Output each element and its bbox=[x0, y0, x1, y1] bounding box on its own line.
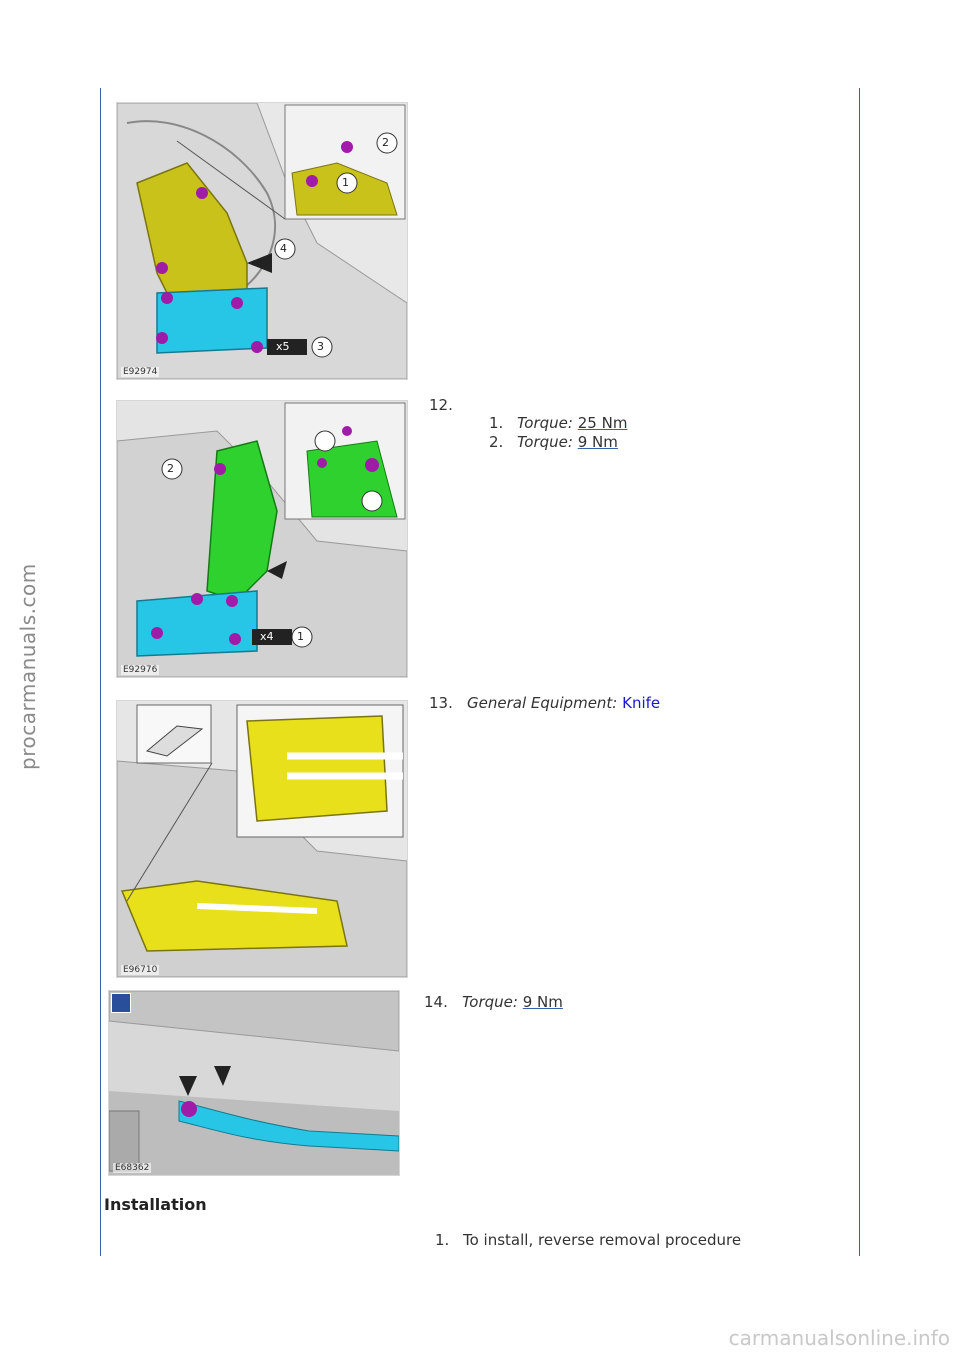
step-12-item-1: 1. Torque: 25 Nm bbox=[489, 414, 627, 432]
item-number: 1. bbox=[489, 414, 504, 432]
torque-label: Torque: bbox=[517, 414, 573, 432]
torque-value-link[interactable]: 25 Nm bbox=[577, 414, 628, 432]
figure-e96710: E96710 bbox=[116, 700, 408, 978]
installation-step-text: To install, reverse removal procedure bbox=[463, 1231, 742, 1249]
right-rule-line bbox=[859, 88, 860, 1256]
figure-callout-1: 1 bbox=[297, 630, 304, 643]
equipment-label: General Equipment: bbox=[467, 694, 618, 712]
figure-e92976-illustration bbox=[117, 401, 407, 677]
callout-circles bbox=[274, 132, 398, 358]
figure-multiplier: x5 bbox=[276, 340, 290, 353]
torque-label: Torque: bbox=[517, 433, 573, 451]
figure-id: E68362 bbox=[113, 1163, 152, 1173]
figure-callout-3: 3 bbox=[317, 340, 324, 353]
torque-label: Torque: bbox=[462, 993, 518, 1011]
item-number: 2. bbox=[489, 433, 504, 451]
figure-e92976: 2 1 x4 E92976 bbox=[116, 400, 408, 678]
figure-e68362-illustration bbox=[109, 991, 399, 1175]
step-14-number: 14. bbox=[424, 993, 448, 1011]
step-12-item-2: 2. Torque: 9 Nm bbox=[489, 433, 618, 451]
figure-multiplier: x4 bbox=[260, 630, 274, 643]
figure-e92974: 1 2 3 4 x5 E92974 bbox=[116, 102, 408, 380]
figure-id: E92976 bbox=[121, 665, 160, 675]
step-13: 13. General Equipment: Knife bbox=[429, 694, 660, 712]
installation-step-1: 1. To install, reverse removal procedure bbox=[435, 1231, 741, 1249]
figure-callout-4: 4 bbox=[280, 242, 287, 255]
step-13-number: 13. bbox=[429, 694, 453, 712]
figure-id: E92974 bbox=[121, 367, 160, 377]
zoom-icon[interactable] bbox=[111, 993, 131, 1013]
figure-callout-2: 2 bbox=[167, 462, 174, 475]
bottom-watermark: carmanualsonline.info bbox=[728, 1326, 950, 1350]
figure-e68362: E68362 bbox=[108, 990, 400, 1176]
torque-value-link[interactable]: 9 Nm bbox=[522, 993, 563, 1011]
left-rule-line bbox=[100, 88, 101, 1256]
installation-heading: Installation bbox=[104, 1195, 207, 1214]
step-12-number: 12. bbox=[429, 396, 453, 414]
figure-callout-1: 1 bbox=[342, 176, 349, 189]
figure-e92974-illustration bbox=[117, 103, 407, 379]
figure-e96710-illustration bbox=[117, 701, 407, 977]
figure-id: E96710 bbox=[121, 965, 160, 975]
side-watermark: procarmanuals.com bbox=[16, 563, 40, 770]
installation-step-number: 1. bbox=[435, 1231, 450, 1249]
knife-link[interactable]: Knife bbox=[622, 694, 661, 712]
figure-callout-2: 2 bbox=[382, 136, 389, 149]
torque-value-link[interactable]: 9 Nm bbox=[577, 433, 618, 451]
step-14: 14. Torque: 9 Nm bbox=[424, 993, 563, 1011]
